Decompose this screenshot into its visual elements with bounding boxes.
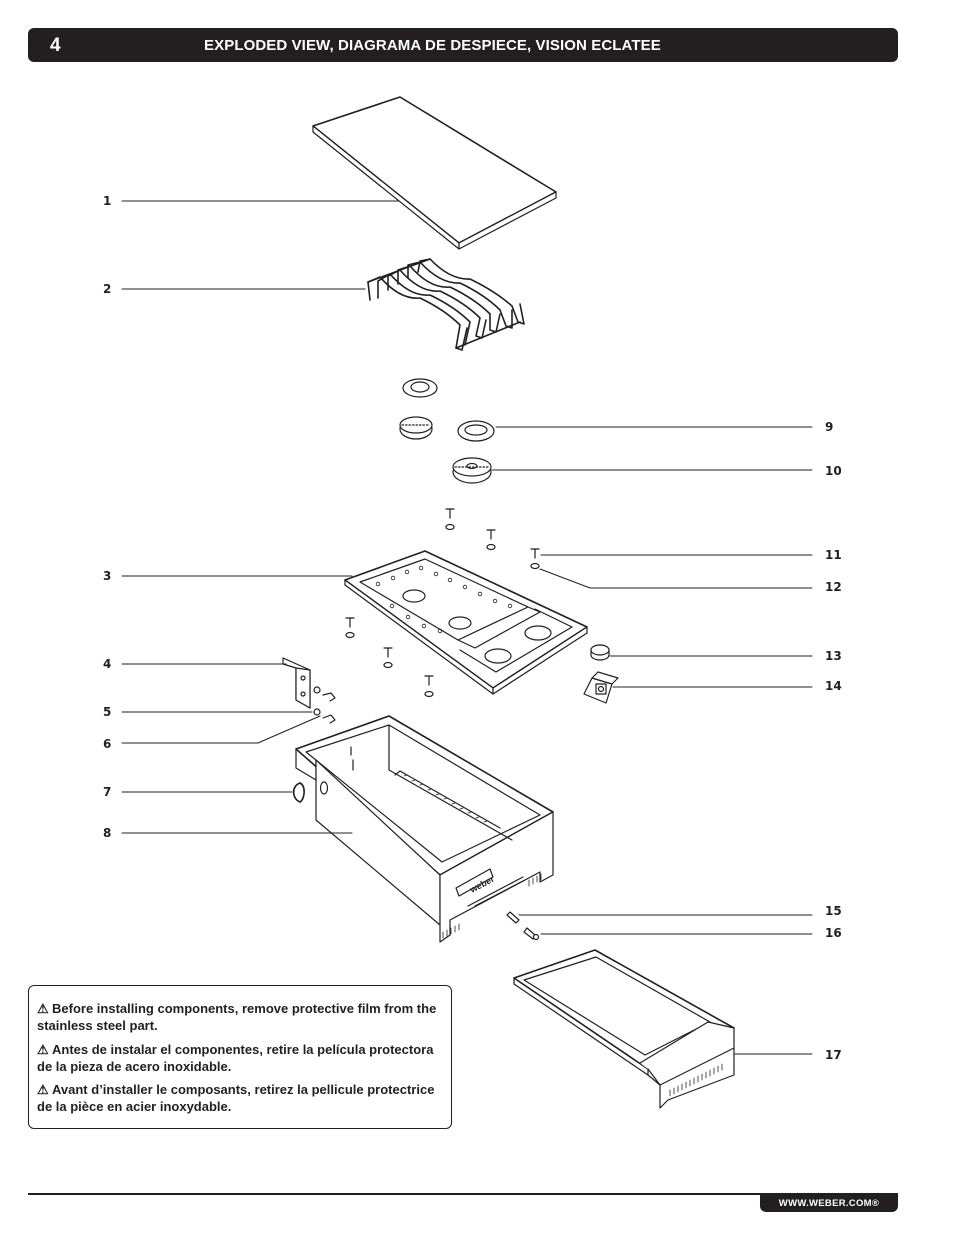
- page-number: 4: [50, 35, 61, 56]
- part-burner-head-10: [452, 457, 492, 484]
- callout-5: 5: [103, 705, 112, 719]
- part-burner-cap-9: [457, 420, 495, 442]
- warning-spanish: ⚠Antes de instalar el componentes, retir…: [37, 1041, 445, 1075]
- callout-4: 4: [103, 657, 112, 671]
- part-valve-igniter: [583, 671, 619, 704]
- part-housing: [295, 715, 554, 943]
- part-cooking-grate: [367, 258, 525, 351]
- warning-box: ⚠Before installing components, remove pr…: [28, 985, 452, 1129]
- part-screws-top: [445, 508, 540, 570]
- part-screws-bottom: [345, 617, 434, 698]
- footer-url[interactable]: WWW.WEBER.COM®: [760, 1195, 898, 1212]
- part-knob-bezel: [590, 644, 610, 661]
- part-drip-tray: [513, 949, 735, 1109]
- warning-text: Before installing components, remove pro…: [37, 1001, 437, 1033]
- callout-9: 9: [825, 420, 834, 434]
- callout-15: 15: [825, 904, 842, 918]
- part-burner-head-small: [399, 416, 433, 440]
- part-griddle-plate: [312, 96, 557, 250]
- page-header-bar: 4 EXPLODED VIEW, DIAGRAMA DE DESPIECE, V…: [28, 28, 898, 62]
- part-burner-cap-small: [402, 378, 438, 398]
- callout-11: 11: [825, 548, 842, 562]
- footer-rule: [28, 1193, 898, 1195]
- part-electrode-screws: [506, 911, 540, 941]
- warning-text: Avant d’installer le composants, retirez…: [37, 1082, 435, 1114]
- part-hook-clip: [292, 782, 305, 803]
- callout-13: 13: [825, 649, 842, 663]
- warning-french: ⚠Avant d’installer le composants, retire…: [37, 1081, 445, 1115]
- callout-7: 7: [103, 785, 112, 799]
- warning-triangle-icon: ⚠: [37, 1001, 49, 1016]
- warning-triangle-icon: ⚠: [37, 1082, 49, 1097]
- callout-3: 3: [103, 569, 112, 583]
- leader-lines: [121, 200, 813, 1055]
- page-title: EXPLODED VIEW, DIAGRAMA DE DESPIECE, VIS…: [204, 37, 661, 54]
- warning-english: ⚠Before installing components, remove pr…: [37, 1000, 445, 1034]
- callout-12: 12: [825, 580, 842, 594]
- part-burner-tray: [344, 550, 588, 695]
- callout-14: 14: [825, 679, 842, 693]
- callout-17: 17: [825, 1048, 842, 1062]
- callout-1: 1: [103, 194, 112, 208]
- callout-8: 8: [103, 826, 112, 840]
- callout-2: 2: [103, 282, 112, 296]
- callout-6: 6: [103, 737, 112, 751]
- warning-text: Antes de instalar el componentes, retire…: [37, 1042, 434, 1074]
- callout-10: 10: [825, 464, 842, 478]
- warning-triangle-icon: ⚠: [37, 1042, 49, 1057]
- callout-16: 16: [825, 926, 842, 940]
- part-clips: [313, 686, 336, 724]
- part-mounting-bracket: [282, 657, 311, 709]
